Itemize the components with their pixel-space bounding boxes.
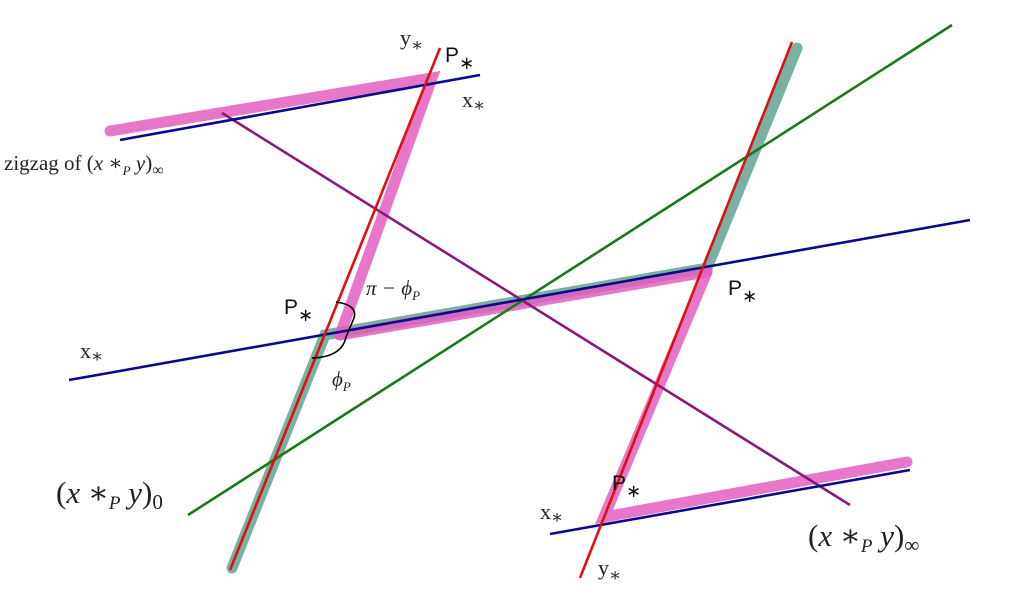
label-y-star-top: y∗ [400, 25, 423, 55]
label-x-star-bottom: x∗ [540, 499, 563, 527]
blue-line-top [119, 73, 481, 142]
green-line [187, 23, 953, 517]
red-line-left [228, 47, 442, 571]
label-phi: ϕP [332, 367, 351, 394]
angle-arcs [311, 301, 356, 359]
label-x-star-top: x∗ [462, 87, 485, 115]
label-x-star-left: x∗ [80, 338, 103, 366]
label-zigzag: zigzag of (x ∗P y)∞ [4, 151, 164, 179]
label-xy-zero: (x ∗P y)0 [56, 475, 163, 514]
label-p-star-top: P∗ [445, 44, 474, 73]
label-p-star-bottom: P∗ [612, 472, 641, 501]
label-p-star-left: P∗ [284, 296, 313, 325]
blue-line-bottom [549, 468, 911, 536]
red-line-right [578, 41, 794, 579]
angle-arc-phi [311, 336, 347, 359]
angle-arc-pi-minus-phi [335, 301, 356, 338]
pink-band-bottom [594, 266, 913, 525]
pink-band-top [104, 71, 441, 341]
blue-line-middle [68, 218, 971, 382]
label-y-star-bottom: y∗ [598, 555, 621, 585]
purple-line [221, 111, 851, 507]
thin-lines [68, 23, 971, 579]
labels: y∗ P∗ x∗ zigzag of (x ∗P y)∞ π − ϕP P∗ x… [4, 25, 919, 585]
label-xy-infinity: (x ∗P y)∞ [808, 518, 919, 557]
label-pi-minus-phi: π − ϕP [366, 276, 420, 303]
pink-band-middle [334, 266, 713, 341]
label-p-star-right: P∗ [728, 277, 757, 306]
